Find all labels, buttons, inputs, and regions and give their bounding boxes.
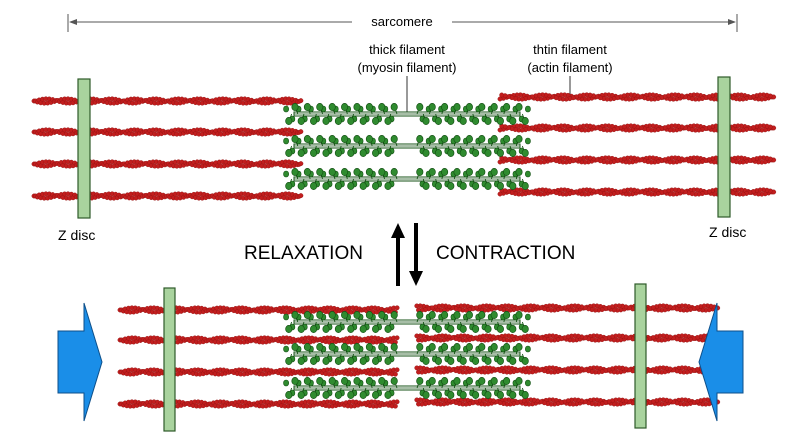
thin-filament-label-line1: thtin filament [533, 42, 607, 57]
myosin-filament [283, 377, 531, 399]
z-disc-left-contracted [163, 287, 176, 432]
actin-filament-right [497, 187, 777, 197]
actin-filament-left [31, 159, 304, 169]
myosin-filament [283, 168, 531, 190]
myosin-filament [283, 311, 531, 333]
myosin-filament [283, 343, 531, 365]
actin-filament-left [117, 399, 400, 409]
actin-filament-left [31, 127, 304, 137]
actin-filament-right [414, 333, 721, 343]
thin-filament-label-line2: (actin filament) [527, 60, 612, 75]
actin-filament-right [497, 92, 777, 102]
transition-arrows [391, 223, 423, 286]
z-disc-left-relaxed [77, 78, 91, 219]
z-disc-label-left: Z disc [58, 227, 95, 243]
thick-filament-label-line1: thick filament [369, 42, 445, 57]
actin-filament-left [31, 191, 304, 201]
z-disc-right-contracted [634, 283, 647, 429]
myosin-filament [283, 103, 531, 125]
actin-filament-right [497, 155, 777, 165]
thick-filament-label-line2: (myosin filament) [358, 60, 457, 75]
actin-filament-left [31, 96, 304, 106]
actin-filaments-contracted [117, 303, 721, 409]
force-arrow-left-icon [57, 302, 103, 422]
myosin-filaments-contracted [283, 311, 531, 399]
actin-filaments-relaxed [31, 92, 777, 201]
force-arrow-right-icon [698, 302, 744, 422]
z-disc-right-relaxed [717, 76, 731, 218]
myosin-filament [283, 135, 531, 157]
sarcomere-dimension [67, 14, 738, 32]
down-arrow-icon [409, 223, 423, 286]
up-arrow-icon [391, 223, 405, 286]
actin-filament-left [117, 367, 400, 377]
actin-filament-right [414, 397, 721, 407]
actin-filament-right [414, 365, 721, 375]
contraction-label: CONTRACTION [436, 243, 575, 264]
actin-filament-right [414, 303, 721, 313]
relaxation-label: RELAXATION [244, 243, 363, 264]
z-disc-label-right: Z disc [709, 224, 746, 240]
myosin-filaments-relaxed [283, 103, 531, 190]
actin-filament-right [497, 123, 777, 133]
sarcomere-label: sarcomere [371, 14, 432, 29]
